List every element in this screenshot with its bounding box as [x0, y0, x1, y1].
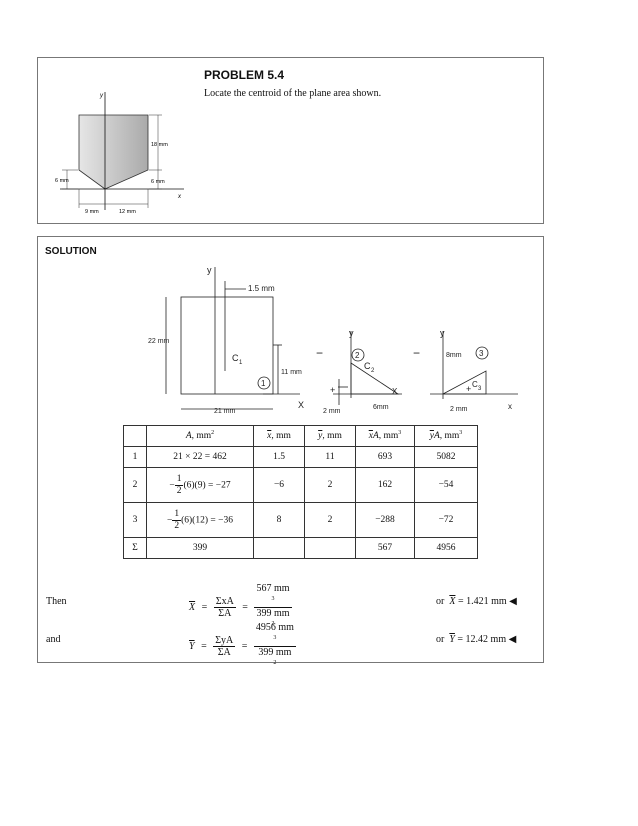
sketch-y3: y	[440, 328, 445, 338]
sketch-dim-21: 21 mm	[214, 408, 236, 415]
svg-text:2: 2	[355, 351, 360, 360]
sketch-label-2	[351, 348, 365, 362]
table-row: 1 21 × 22 = 462 1.5 11 693 5082	[123, 446, 478, 468]
sketch-dim-22: 22 mm	[148, 338, 170, 345]
problem-statement: Locate the centroid of the plane area sh…	[204, 88, 382, 99]
centroid-table: A, mm2 x, mm y, mm xA, mm3 yA, mm3 1 21 …	[123, 425, 478, 559]
sketch-label-3	[475, 346, 489, 360]
table-header-row: A, mm2 x, mm y, mm xA, mm3 yA, mm3	[123, 425, 478, 447]
dim-6mm-right: 6 mm	[151, 179, 165, 185]
then-result: or X = 1.421 mm ◀	[436, 596, 517, 607]
sketch-plus-3: +	[466, 384, 471, 394]
sketch-label-1	[257, 376, 271, 390]
dim-18mm: 18 mm	[151, 142, 168, 148]
result-marker-icon: ◀	[509, 596, 517, 607]
sketch-y2: y	[349, 328, 354, 338]
sketch-c2: C	[364, 361, 371, 371]
result-marker-icon: ◀	[508, 634, 517, 645]
sketch-c1: C	[232, 353, 239, 363]
sketch-x2: X	[392, 387, 398, 396]
sketch-c2-sub: 2	[371, 368, 375, 374]
sketch-x3: x	[508, 402, 512, 411]
dim-9mm: 9 mm	[85, 209, 99, 215]
sketch-dim-6: 6mm	[373, 404, 389, 411]
sketch-dim-2a: 2 mm	[323, 408, 341, 415]
sketch-plus-2: +	[330, 385, 335, 395]
plane-area-shape	[78, 114, 149, 190]
solution-box: SOLUTION y 1.5 mm 22 mm 11 mm C 1 1 21 m…	[37, 236, 544, 666]
sketch-dim-2b: 2 mm	[450, 406, 468, 413]
solution-heading: SOLUTION	[45, 246, 97, 257]
sketch-x1: X	[298, 400, 304, 410]
then-label: Then	[46, 596, 67, 607]
and-label: and	[46, 634, 61, 645]
problem-figure: y x 18 mm 6 mm 6 mm 9 mm 12 mm	[55, 92, 184, 215]
problem-title: PROBLEM 5.4	[204, 68, 285, 82]
sketch-c1-sub: 1	[239, 360, 243, 366]
figure-x-label: x	[177, 194, 182, 200]
sketch-dim-8: 8mm	[446, 352, 462, 359]
sketch-c3-sub: 3	[478, 386, 482, 392]
sketch-minus-2: −	[413, 346, 420, 360]
svg-text:1: 1	[261, 379, 266, 388]
dim-12mm: 12 mm	[119, 209, 136, 215]
dim-6mm-left: 6 mm	[55, 178, 69, 184]
solution-sketch: y 1.5 mm 22 mm 11 mm C 1 1 21 mm X − y +…	[148, 265, 518, 415]
sketch-dim-1-5: 1.5 mm	[248, 284, 275, 293]
sketch-y1: y	[207, 265, 212, 275]
sketch-dim-11: 11 mm	[281, 369, 302, 376]
table-row: Σ 399 567 4956	[123, 537, 478, 559]
svg-text:3: 3	[479, 349, 484, 358]
problem-box: PROBLEM 5.4 Locate the centroid of the p…	[37, 57, 544, 224]
sketch-c3: C	[472, 380, 478, 389]
figure-y-label: y	[99, 93, 104, 99]
sketch-minus-1: −	[316, 346, 323, 360]
and-result: or Y = 12.42 mm ◀	[436, 634, 517, 645]
